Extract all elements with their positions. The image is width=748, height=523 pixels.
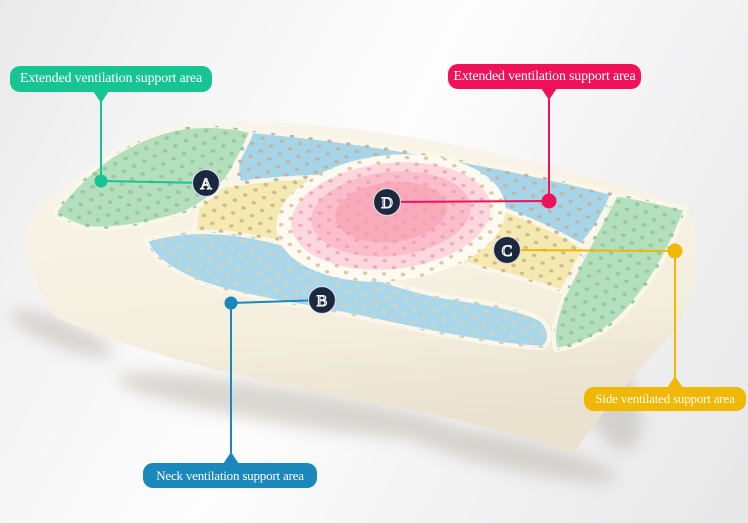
badge-letter-b: B — [317, 293, 328, 310]
callout-extended-top-text: Extended ventilation support area — [453, 68, 636, 84]
callout-side-text: Side ventilated support area — [595, 391, 735, 406]
badge-letter-c: C — [502, 243, 513, 260]
zone-badges: A B C D — [191, 168, 522, 315]
badge-letter-d: D — [381, 195, 393, 212]
connector-dot-blue — [224, 296, 238, 310]
connector-a-green — [94, 100, 207, 188]
zone-badge-c: C — [492, 235, 522, 265]
callout-pointer-green — [93, 91, 109, 103]
callout-side-ventilated: Side ventilated support area — [584, 387, 746, 411]
callout-pointer-yellow — [667, 376, 683, 388]
callout-neck-ventilation: Neck ventilation support area — [143, 463, 317, 488]
badge-letter-a: A — [200, 176, 212, 193]
zone-badge-d: D — [372, 187, 402, 217]
callout-extended-ventilation-top: Extended ventilation support area — [448, 64, 641, 89]
callout-pointer-blue — [223, 452, 239, 464]
callout-pointer-red — [541, 88, 557, 100]
callout-extended-left-text: Extended ventilation support area — [20, 71, 202, 86]
callout-neck-text: Neck ventilation support area — [156, 467, 304, 483]
connector-c-yellow — [506, 243, 683, 378]
zone-badge-b: B — [307, 285, 337, 315]
connector-dot-red — [541, 193, 557, 209]
connector-dot-green — [94, 174, 108, 188]
connector-dot-yellow — [667, 243, 683, 259]
callout-extended-ventilation-left: Extended ventilation support area — [10, 66, 212, 92]
connector-b-blue — [224, 296, 323, 453]
connector-d-red — [386, 99, 557, 209]
zone-badge-a: A — [191, 168, 221, 198]
